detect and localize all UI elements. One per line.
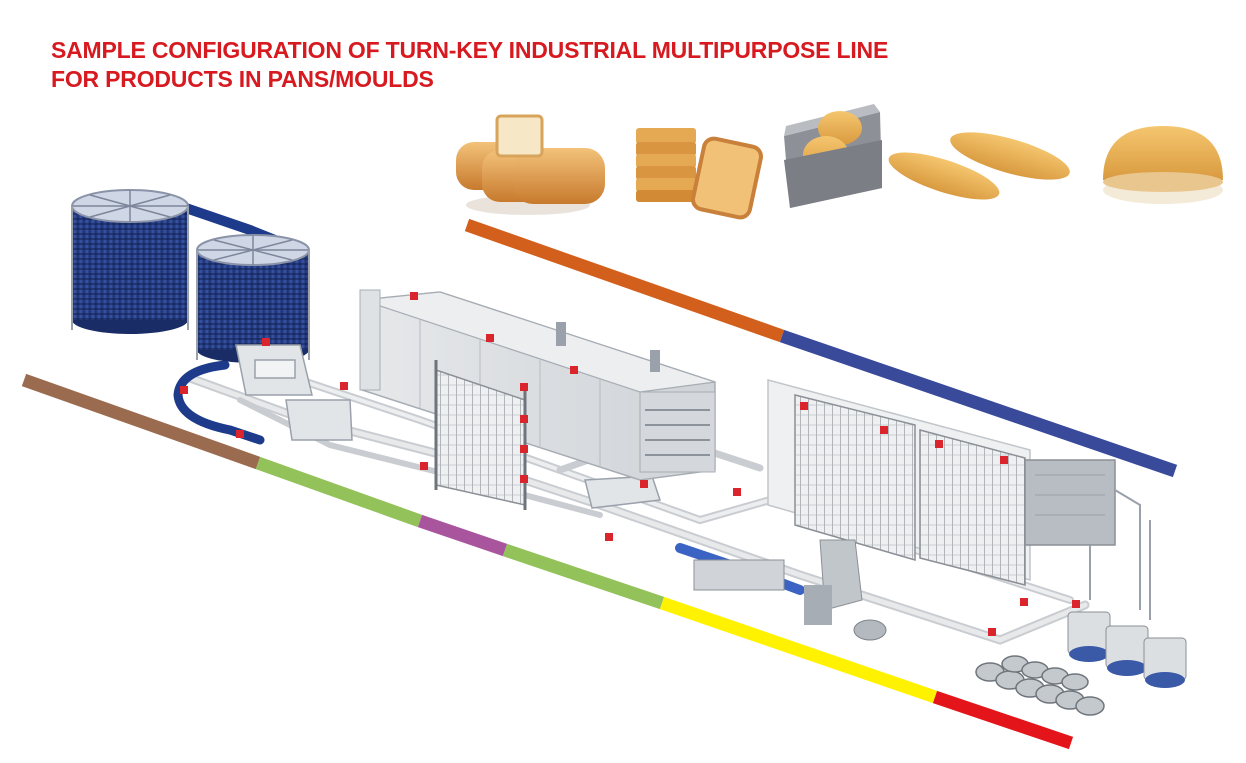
sandwich-loaf-icon [456, 114, 605, 215]
page-title: SAMPLE CONFIGURATION OF TURN-KEY INDUSTR… [51, 36, 888, 94]
process-bar-yellow [659, 596, 938, 704]
process-bars [21, 218, 1178, 750]
process-bar-green-1 [255, 456, 423, 528]
hot-dog-buns-icon [888, 132, 1070, 200]
spiral-tank-1 [71, 189, 189, 334]
burger-bun-icon [1103, 126, 1223, 204]
process-bar-brown [21, 373, 261, 470]
process-bar-red [932, 690, 1074, 750]
mixing-bowls [975, 655, 1105, 716]
process-bar-green-2 [502, 543, 665, 610]
rusk-slices-icon [636, 128, 763, 220]
process-bar-orange [464, 218, 785, 343]
spiral-mixers [1067, 611, 1187, 688]
process-bar-blue [779, 329, 1178, 478]
dough-depositor [693, 539, 887, 641]
red-markers [180, 292, 1080, 636]
tunnel-oven [359, 289, 716, 481]
process-bar-purple [417, 514, 508, 557]
cooling-tower [767, 379, 1151, 620]
title-line-1: SAMPLE CONFIGURATION OF TURN-KEY INDUSTR… [51, 37, 889, 63]
spiral-tank-2 [196, 234, 310, 363]
pan-handling-units [235, 344, 662, 509]
title-line-2: FOR PRODUCTS IN PANS/MOULDS [51, 66, 434, 92]
bread-in-pan-icon [784, 104, 882, 208]
